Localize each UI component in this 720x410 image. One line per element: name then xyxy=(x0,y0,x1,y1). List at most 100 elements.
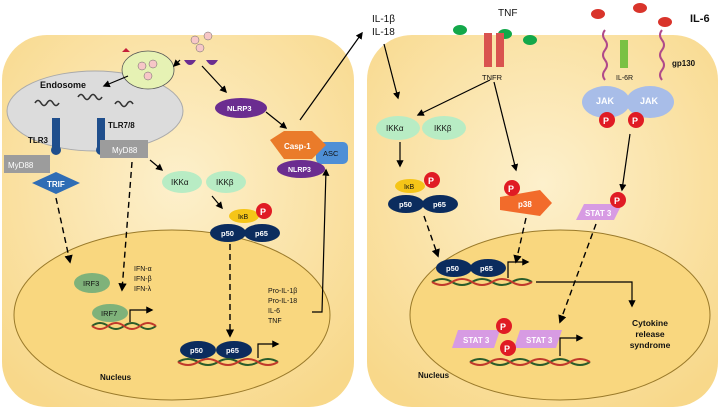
phospho-label: P xyxy=(504,344,510,354)
p50-label: p50 xyxy=(221,229,234,238)
pac-receptor-icon xyxy=(206,60,218,65)
p50-label-right: p50 xyxy=(399,200,412,209)
myd88-label-right: MyD88 xyxy=(112,146,138,155)
p65-label-right: p65 xyxy=(433,200,446,209)
nlrp3-complex-label: NLRP3 xyxy=(288,167,311,174)
dna-helix xyxy=(91,322,157,330)
ikb-label: IκB xyxy=(238,214,248,221)
caspase1-protein xyxy=(270,131,326,159)
arrow xyxy=(536,281,636,308)
p65-protein xyxy=(422,195,458,213)
p50-protein xyxy=(210,224,246,242)
il6-ligand-icon xyxy=(658,17,672,27)
ifn-beta-label: IFN-β xyxy=(134,276,152,283)
gene-pro-il1b: Pro-IL-1β xyxy=(268,288,297,295)
right-nucleus xyxy=(409,229,711,401)
il6-label: IL-6 xyxy=(690,13,710,25)
irf3-protein xyxy=(74,273,110,293)
arrow xyxy=(312,168,330,313)
gene-tnf: TNF xyxy=(268,318,282,325)
tnf-label: TNF xyxy=(498,8,517,19)
nlrp3-protein xyxy=(215,98,267,118)
cytokine-label-1: Cytokine xyxy=(632,318,668,328)
il18-label: IL-18 xyxy=(372,27,395,38)
ikka-label-right: IKKα xyxy=(386,124,404,133)
phospho-label: P xyxy=(614,196,620,206)
tnfr-receptor xyxy=(496,33,504,67)
release-arrow xyxy=(299,31,363,121)
ssrna-strand xyxy=(114,100,134,108)
receptor-icon xyxy=(122,48,130,52)
virus-particle-icon xyxy=(195,43,205,53)
endosome xyxy=(6,70,184,152)
gene-pro-il18: Pro-IL-18 xyxy=(268,298,297,305)
tnf-ligand-icon xyxy=(453,25,467,35)
stat3-protein xyxy=(576,204,622,220)
nlrp3-complex xyxy=(277,160,325,178)
trif-label: TRIF xyxy=(47,180,65,189)
nucleus-p50-label: p50 xyxy=(190,346,203,355)
asc-label: ASC xyxy=(323,149,339,158)
transcription-arrow xyxy=(257,340,280,358)
irf7-protein xyxy=(92,304,128,322)
nlrp3-top-label: NLRP3 xyxy=(227,104,252,113)
trif-diamond xyxy=(32,172,80,194)
tnfr-label: TNFR xyxy=(482,73,503,82)
arrow xyxy=(211,195,223,210)
dna-helix xyxy=(431,278,533,286)
transcription-arrow xyxy=(559,334,584,356)
stat3-nuclear-left xyxy=(452,330,500,348)
gp130-label: gp130 xyxy=(672,59,696,68)
myd88-label-left: MyD88 xyxy=(8,161,34,170)
nucleus-p65-protein xyxy=(216,341,252,359)
dashed-arrow xyxy=(118,161,133,292)
phospho-p-icon xyxy=(610,192,626,208)
ikkb-label-right: IKKβ xyxy=(434,124,452,133)
arrow xyxy=(102,75,129,88)
left-nucleus xyxy=(13,229,331,401)
tlr3-receptor xyxy=(52,118,60,148)
il6-ligand-icon xyxy=(633,3,647,13)
phospho-label: P xyxy=(603,116,609,126)
virus-particle-icon xyxy=(137,61,147,71)
arrow xyxy=(172,59,181,68)
ifn-lambda-label: IFN-λ xyxy=(134,286,152,293)
ikb-protein xyxy=(395,179,425,193)
dna-helix xyxy=(431,278,533,286)
phospho-label: P xyxy=(500,322,506,332)
transcription-arrow xyxy=(507,258,530,278)
tlr78-receptor xyxy=(97,118,105,148)
nucleus-p65-protein xyxy=(470,259,506,277)
ikb-protein xyxy=(229,209,259,223)
p65-protein xyxy=(244,224,280,242)
ikkb-label: IKKβ xyxy=(216,178,234,187)
phospho-label: P xyxy=(428,176,434,186)
virus-particle-icon xyxy=(190,35,200,45)
cytokine-label-3: syndrome xyxy=(630,340,671,350)
il6r-label: IL-6R xyxy=(616,75,633,82)
arrow xyxy=(416,79,491,116)
arrow xyxy=(493,81,519,172)
stat3-nuclear-right xyxy=(514,330,562,348)
cytokine-label-2: release xyxy=(635,329,665,339)
gene-il6: IL-6 xyxy=(268,308,280,315)
jak-label-left: JAK xyxy=(596,96,615,106)
casp1-label: Casp-1 xyxy=(284,142,311,151)
p38-label: p38 xyxy=(518,200,532,209)
nucleus-p50-protein xyxy=(436,259,472,277)
virus-particle-icon xyxy=(203,31,213,41)
nucleus-p65-label: p65 xyxy=(226,346,239,355)
phospho-p-icon xyxy=(504,180,520,196)
ikka-protein xyxy=(376,116,420,140)
jak-label-right: JAK xyxy=(640,96,659,106)
phospho-label: P xyxy=(260,207,266,217)
dna-helix xyxy=(177,358,279,366)
asc-protein xyxy=(316,142,348,164)
il6r-receptor xyxy=(620,40,628,68)
ikka-label: IKKα xyxy=(171,178,189,187)
phospho-p-icon xyxy=(628,112,644,128)
virus-particle-icon xyxy=(148,59,158,69)
gp130-chain xyxy=(602,29,608,81)
